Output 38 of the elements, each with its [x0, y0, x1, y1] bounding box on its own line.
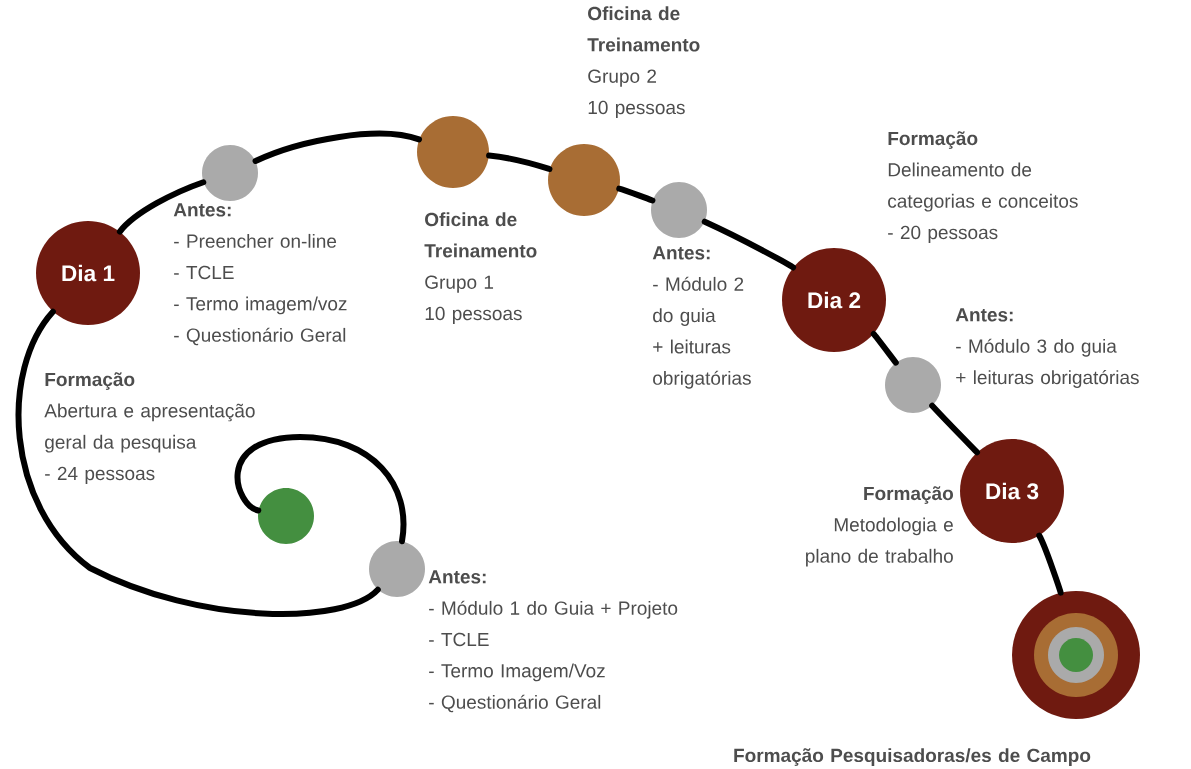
caption-text: Formação Delineamento de categorias e conceitos - 20 pessoas [888, 131, 1078, 243]
node-label: - Preencher on-line [174, 233, 337, 248]
caption-text: Antes: - Módulo 2 do guia + leituras obrigatórias [652, 246, 751, 389]
curved-line [616, 185, 656, 204]
curved-line [701, 218, 797, 271]
step-dot [417, 116, 489, 188]
target-circle [1012, 591, 1140, 719]
step-dot [369, 541, 425, 597]
curved-line [15, 308, 381, 617]
curved-line [252, 130, 422, 164]
node-label: Antes: [428, 570, 486, 584]
curved-line [486, 152, 553, 172]
node-label: - TCLE [429, 632, 489, 647]
curved-line [929, 402, 980, 456]
node-label: - Termo imagem/voz [174, 296, 347, 315]
node-label: - Módulo 1 do Guia + Projeto [429, 600, 678, 619]
step-dot [202, 145, 258, 201]
node-label: - Questionário Geral [174, 327, 346, 346]
step-dot [548, 144, 620, 216]
curved-line [116, 179, 207, 235]
node-label: - Termo Imagem/Voz [429, 663, 605, 682]
step-dot [885, 357, 941, 413]
curved-line [1036, 532, 1064, 596]
curved-line [870, 330, 899, 366]
caption-text: Oficina de Treinamento Grupo 2 10 pessoas [587, 6, 700, 118]
node-label: Antes: [173, 203, 231, 217]
step-dot [651, 182, 707, 238]
caption-text: Antes: - Módulo 3 do guia + leituras obrigatórias [955, 308, 1139, 388]
curved-line [234, 434, 407, 545]
caption-text: Formação Abertura e apresentação geral da pesquisa - 24 pessoas [44, 372, 255, 484]
caption-text: Formação Metodologia e plano de trabalho [806, 486, 953, 567]
node-label: - Questionário Geral [429, 694, 601, 713]
node-label: - TCLE [174, 265, 234, 280]
caption-text: Antes: - Módulo 1 do Guia + Projeto - TCLE - Termo Imagem/Voz - Questionário Geral [428, 570, 678, 713]
step-dot [258, 488, 314, 544]
caption-text: Antes: - Preencher on-line - TCLE - Termo imagem/voz - Questionário Geral [173, 203, 347, 346]
caption-text: Formação Pesquisadoras/es de Campo [734, 748, 1091, 766]
caption-text: Oficina de Treinamento Grupo 1 10 pessoas [424, 212, 537, 324]
